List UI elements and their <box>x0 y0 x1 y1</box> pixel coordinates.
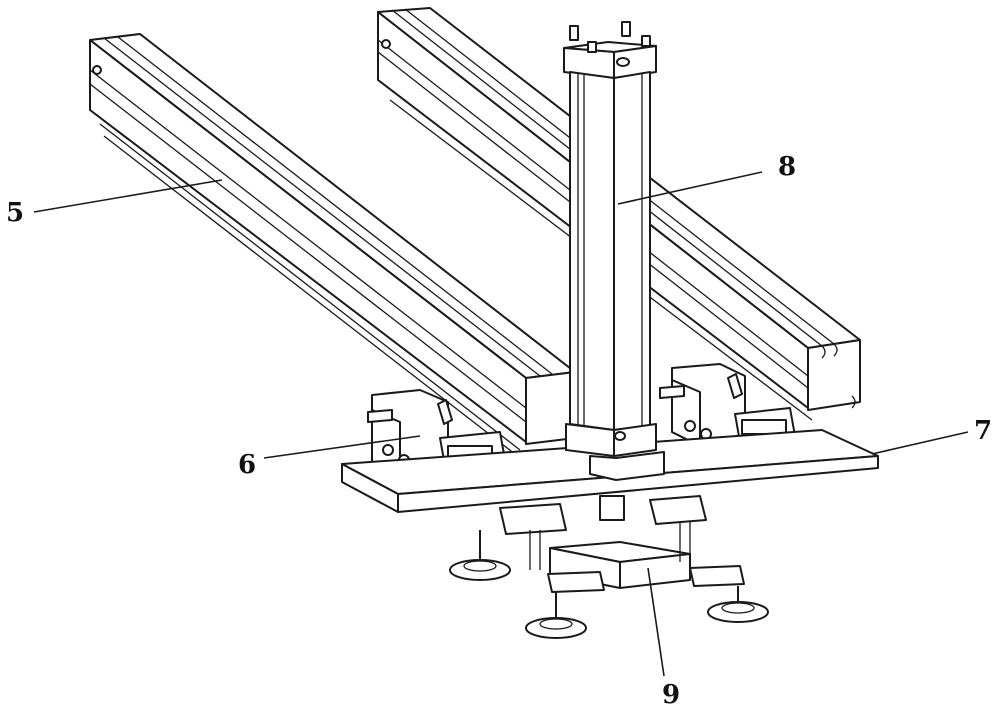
callout-7: 7 <box>974 418 992 444</box>
callout-9: 9 <box>662 682 680 708</box>
cylinder <box>564 22 664 480</box>
callout-8: 8 <box>778 154 796 180</box>
callout-5: 5 <box>6 200 24 226</box>
leader-7 <box>872 432 968 454</box>
callout-6: 6 <box>238 452 256 478</box>
gripper-frame <box>500 496 744 592</box>
